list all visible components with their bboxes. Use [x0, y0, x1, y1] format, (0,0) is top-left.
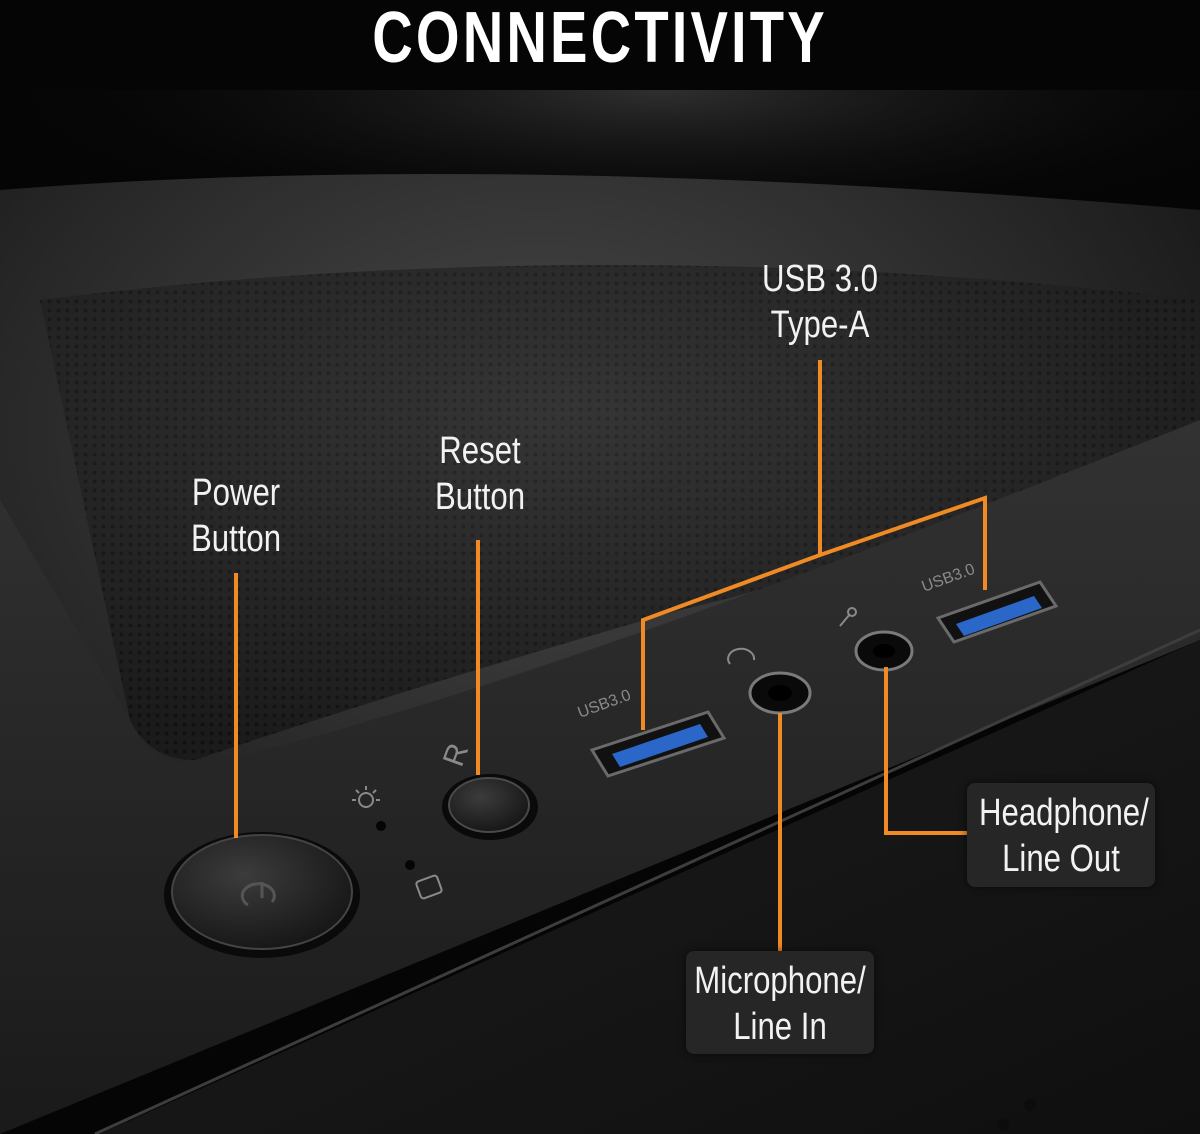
- sun-led-icon: [352, 786, 380, 808]
- headphone-jack[interactable]: [854, 630, 914, 672]
- microphone-icon: [839, 607, 857, 627]
- headphone-callout-label: Headphone/ Line Out: [979, 792, 1149, 880]
- callout-lines: [234, 360, 987, 952]
- power-icon: [240, 882, 276, 907]
- reset-button[interactable]: [442, 774, 538, 840]
- microphone-callout-label: Microphone/ Line In: [694, 960, 866, 1048]
- power-button[interactable]: [164, 832, 360, 958]
- usb-callout-label: USB 3.0 Type-A: [761, 258, 879, 346]
- usb-port-right[interactable]: [935, 580, 1059, 644]
- microphone-jack[interactable]: [748, 671, 812, 715]
- hdd-led: [405, 860, 415, 870]
- usb-port-left[interactable]: [589, 710, 727, 778]
- reset-callout-label: Reset Button: [434, 430, 526, 518]
- page-title: CONNECTIVITY: [372, 0, 828, 78]
- case-front-panel: [100, 640, 1200, 1134]
- power-callout-label: Power Button: [190, 472, 282, 560]
- microphone-callout-box: [686, 951, 874, 1054]
- headphone-icon: [727, 647, 756, 665]
- drive-led-icon: [415, 874, 443, 900]
- headphone-callout-box: [967, 783, 1155, 887]
- io-panel: [0, 420, 1200, 1134]
- power-led: [376, 821, 386, 831]
